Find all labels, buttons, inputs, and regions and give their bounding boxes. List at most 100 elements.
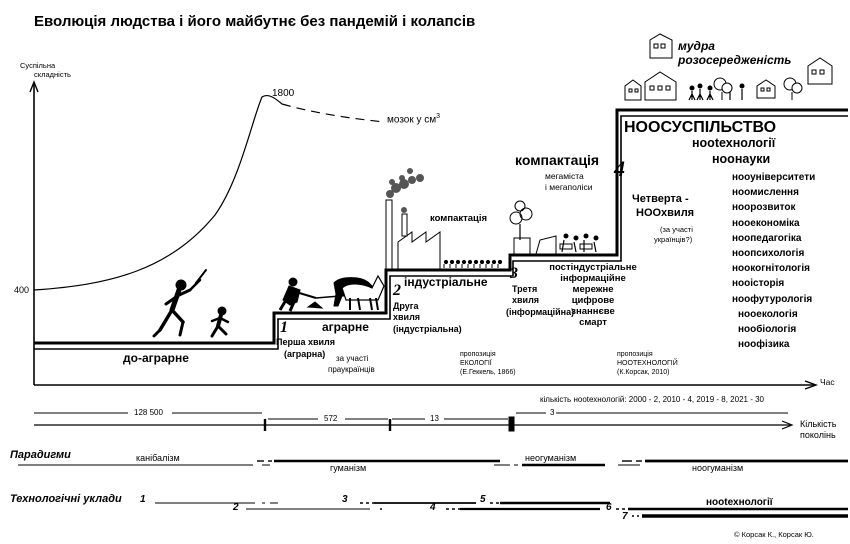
generations-n2: 572 (324, 414, 338, 423)
x-axis-arrow (804, 380, 819, 390)
tech-mode-1: 1 (140, 494, 146, 505)
wave-3-line-2: хвиля (512, 295, 540, 305)
tech-mode-4: 4 (430, 502, 436, 513)
stage-agrarian: аграрне (322, 320, 369, 334)
post-industrial-item: інформаційне (560, 273, 626, 284)
noo-item-sciences: ноонауки (712, 152, 771, 166)
tech-modes-title: Технологічні уклади (10, 493, 122, 505)
generations-n1: 128 500 (134, 408, 163, 417)
y-axis-label-2: складність (34, 70, 71, 79)
wave-3-line-1: Третя (512, 284, 538, 294)
tech-mode-5: 5 (480, 494, 486, 505)
noo-proposal-2: НООТЕХНОЛОГІЙ (617, 360, 678, 367)
post-industrial-item: цифрове (571, 295, 615, 306)
stage-compaction-big: компактація (515, 152, 600, 168)
stage-noosociety: НООСУСПІЛЬСТВО (624, 119, 777, 136)
noo-list-item: нooекологія (738, 308, 798, 320)
wave-2-line-2: хвиля (393, 312, 421, 322)
paradigm-lines (18, 459, 848, 467)
megacities-line-1: мегаміста (545, 171, 584, 181)
crowd-small (443, 259, 503, 265)
paradigm-humanism: гуманізм (330, 463, 367, 473)
post-industrial-item: мережне (572, 284, 614, 295)
x-axis-label: Час (820, 377, 835, 387)
y-axis-arrow (29, 80, 39, 93)
generations-n4: 3 (550, 408, 555, 417)
brain-peak-label: 1800 (272, 88, 295, 99)
noo-list-item: ноокогнітологія (732, 263, 810, 275)
post-industrial-item: постіндустріальне (549, 262, 637, 273)
wave-4-line-2: НООхвиля (636, 207, 695, 219)
noo-proposal-1: пропозиція (617, 351, 653, 358)
wave-1-line-1: Перша хвиля (276, 337, 336, 347)
nootech-count: кількість нootехнологій: 2000 - 2, 2010 … (540, 395, 764, 404)
brain-caption: мозок у см3 (387, 113, 440, 125)
brain-caption-sup: 3 (436, 113, 441, 120)
y-axis-label-1: Суспільна (20, 61, 56, 70)
wise-line-2: розосередженість (678, 53, 792, 67)
factory-illustration (385, 168, 503, 271)
wave-2-number: 2 (393, 282, 401, 299)
brain-volume-curve (33, 94, 283, 291)
ecology-proposal-3: (Е.Геккель, 1866) (460, 369, 516, 376)
generations-n3: 13 (430, 414, 439, 423)
complexity-staircase (34, 108, 848, 350)
wise-line-1: мудра (678, 39, 715, 53)
generations-label-1: Кількість (800, 419, 837, 429)
wave-4-line-1: Четверта - (632, 193, 689, 205)
brain-caption-text: мозок у см (387, 114, 437, 126)
noo-list: нооуніверситети ноомислення ноорозвиток … (732, 170, 815, 352)
noo-list-item: ноофізика (738, 339, 790, 351)
paradigm-noohumanism: ноогуманізм (692, 463, 744, 473)
wave-4-number: 4 (614, 156, 625, 181)
information-age-illustration (509, 200, 599, 255)
wave-1-note-1: за участі (336, 354, 369, 363)
copyright: © Корсак К., Корсак Ю. (734, 530, 814, 539)
noo-list-item: ноопедагогіка (732, 232, 802, 244)
page-title: Еволюція людства і його майбутнє без пан… (34, 13, 476, 30)
smoke-cloud (386, 168, 424, 213)
stage-industrial: індустріальне (404, 275, 488, 289)
tech-mode-2: 2 (233, 502, 239, 513)
tech-mode-lines (155, 501, 848, 518)
wave-2-line-1: Друга (393, 301, 419, 311)
axes (29, 80, 819, 390)
noo-list-item: нооекономіка (732, 217, 800, 229)
wise-dispersal-illustration (624, 33, 833, 101)
running-hunters-illustration (152, 269, 230, 338)
noo-list-item: ноомислення (732, 187, 799, 199)
plough-illustration (278, 274, 385, 312)
tech-mode-3: 3 (342, 494, 348, 505)
post-industrial-item: смарт (579, 317, 607, 328)
noo-list-item: ноорозвиток (732, 202, 796, 214)
wave-4-note-1: (за участі (660, 225, 693, 234)
post-industrial-list: постіндустріальне інформаційне мережне ц… (548, 262, 638, 328)
noo-list-item: ноофутурологія (732, 293, 813, 305)
wave-1-note-2: праукраїнців (328, 365, 375, 374)
tech-mode-6: 6 (606, 502, 612, 513)
ecology-proposal-2: ЕКОЛОГІЇ (460, 360, 492, 367)
y-tick-400: 400 (14, 285, 30, 295)
megacities-line-2: і мегаполіси (545, 182, 593, 192)
paradigms-title: Парадигми (10, 449, 71, 461)
generations-label-2: поколінь (800, 430, 836, 440)
generations-scale (34, 412, 794, 432)
paradigm-neohumanism: неогуманізм (525, 453, 577, 463)
wave-1-line-2: (аграрна) (284, 349, 326, 359)
noo-list-item: нооісторія (732, 278, 785, 290)
ecology-proposal-1: пропозиція (460, 351, 496, 358)
noo-list-item: нооуніверситети (732, 172, 816, 183)
wave-3-number: 3 (510, 265, 518, 282)
noo-list-item: нообіологія (738, 324, 797, 336)
tech-mode-7: 7 (622, 511, 628, 522)
stage-compaction-small: компактація (430, 213, 488, 224)
paradigm-cannibalism: канібалізм (136, 453, 180, 463)
post-industrial-item: знаннєве (571, 306, 615, 317)
brain-volume-dashed (281, 103, 386, 123)
tech-mode-nootech-label: нootехнології (706, 497, 773, 508)
noo-proposal-3: (К.Корсак, 2010) (617, 369, 670, 376)
wave-2-line-3: (індустріальна) (393, 324, 462, 334)
stage-pre-agrarian: до-аграрне (123, 351, 189, 365)
wave-3-line-3: (інформаційна) (506, 307, 575, 317)
